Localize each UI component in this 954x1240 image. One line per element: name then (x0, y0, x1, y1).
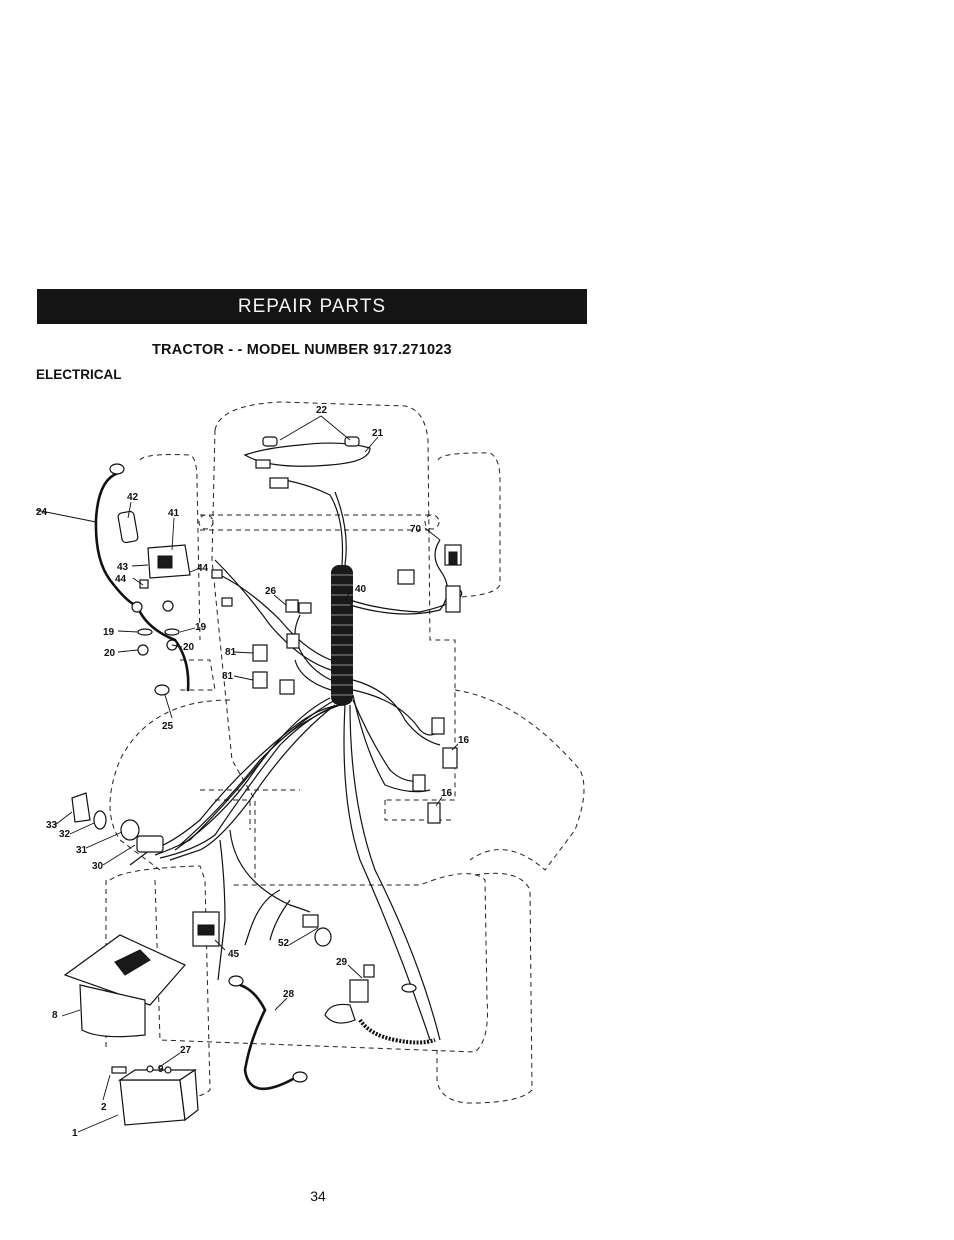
callout-1: 1 (72, 1128, 78, 1139)
banner-title: REPAIR PARTS (237, 295, 387, 317)
callout-31: 31 (76, 845, 88, 856)
callout-70: 70 (410, 524, 422, 535)
callout-19-left: 19 (103, 627, 115, 638)
callout-44-left: 44 (115, 574, 127, 585)
callout-41: 41 (168, 508, 180, 519)
callout-20-right: 20 (183, 642, 195, 653)
callout-81-upper: 81 (225, 647, 237, 658)
callout-27: 27 (180, 1045, 192, 1056)
coiled-wire-harness (331, 565, 353, 705)
callout-81-lower: 81 (222, 671, 234, 682)
callout-19-right: 19 (195, 622, 207, 633)
callout-29: 29 (336, 957, 348, 968)
callout-42: 42 (127, 492, 139, 503)
callout-16-upper: 16 (458, 735, 470, 746)
callout-8: 8 (52, 1010, 58, 1021)
callout-43: 43 (117, 562, 129, 573)
callout-33: 33 (46, 820, 58, 831)
callout-52: 52 (278, 938, 290, 949)
callout-32: 32 (59, 829, 71, 840)
callout-21: 21 (372, 428, 384, 439)
section-label: ELECTRICAL (36, 367, 122, 382)
callout-20-left: 20 (104, 648, 116, 659)
callout-25: 25 (162, 721, 174, 732)
callout-45: 45 (228, 949, 240, 960)
callout-40: 40 (355, 584, 367, 595)
callout-30: 30 (92, 861, 104, 872)
callout-22: 22 (316, 405, 328, 416)
repair-parts-banner: REPAIR PARTS (37, 289, 587, 324)
tractor-outline (105, 401, 585, 1104)
callout-16-lower: 16 (441, 788, 453, 799)
callout-2: 2 (101, 1102, 107, 1113)
callout-24: 24 (36, 507, 48, 518)
model-title: TRACTOR - - MODEL NUMBER 917.271023 (152, 342, 452, 358)
page-number: 34 (310, 1188, 326, 1204)
callout-44-right: 44 (197, 563, 209, 574)
leader-lines (35, 415, 459, 1133)
callout-28: 28 (283, 989, 295, 1000)
callout-9: 9 (158, 1064, 164, 1075)
callouts: 22 21 42 41 24 70 43 44 44 26 40 19 19 2… (36, 405, 470, 1139)
components (63, 436, 462, 1126)
callout-26: 26 (265, 586, 277, 597)
